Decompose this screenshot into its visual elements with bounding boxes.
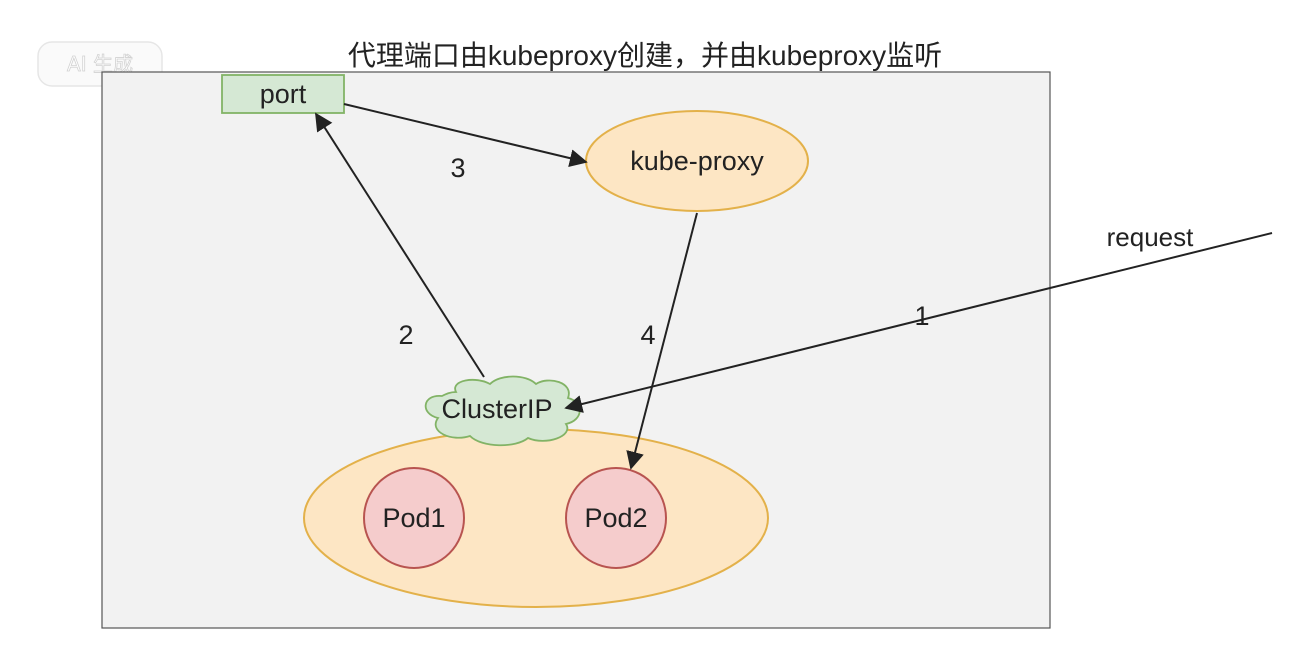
step-2-label: 2: [398, 320, 413, 350]
pod1-label: Pod1: [382, 503, 445, 533]
step-3-label: 3: [450, 153, 465, 183]
watermark-badge: AI 生成: [37, 41, 163, 87]
pod1-circle: [363, 467, 465, 569]
edge-request-to-clusterip: [564, 232, 1273, 413]
diagram-title: 代理端口由kubeproxy创建，并由kubeproxy监听: [348, 40, 942, 71]
kube-proxy-label: kube-proxy: [630, 146, 764, 176]
clusterip-cloud: [424, 375, 581, 447]
request-label: request: [1107, 222, 1194, 252]
step-1-label: 1: [914, 301, 929, 331]
clusterip-label: ClusterIP: [441, 394, 552, 424]
step-4-label: 4: [640, 320, 655, 350]
edge-clusterip-to-port: [315, 112, 485, 378]
edge-kube-proxy-to-pod2: [626, 212, 698, 470]
edge-port-to-kube-proxy: [343, 103, 588, 167]
port-box: [221, 74, 345, 114]
pod2-circle: [565, 467, 667, 569]
port-label: port: [260, 79, 307, 109]
pod2-label: Pod2: [584, 503, 647, 533]
